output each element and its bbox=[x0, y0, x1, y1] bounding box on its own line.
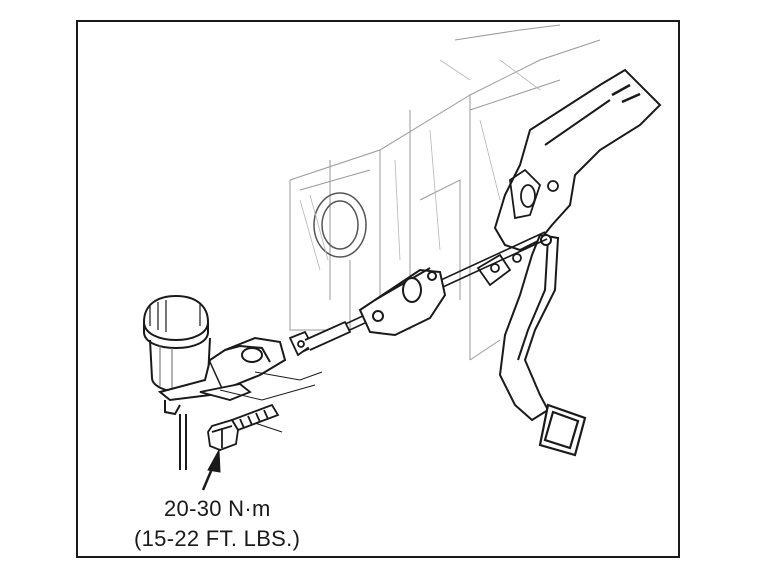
pedal-pivot bbox=[476, 253, 522, 287]
sketch-hatching bbox=[299, 59, 541, 271]
bolt bbox=[207, 403, 280, 451]
firewall-hole bbox=[313, 192, 367, 258]
clevis bbox=[288, 320, 352, 357]
master-cylinder-body bbox=[157, 336, 287, 416]
pedal-pad bbox=[538, 403, 587, 457]
fluid-line bbox=[179, 414, 187, 470]
firewall-boot bbox=[358, 267, 447, 337]
pedal-bracket bbox=[493, 68, 662, 252]
torque-metric-label: 20-30 N·m bbox=[164, 496, 271, 521]
reservoir-cap-ridges bbox=[149, 300, 201, 332]
torque-imperial-label: (15-22 FT. LBS.) bbox=[134, 526, 301, 551]
bracket-detail bbox=[509, 168, 559, 220]
torque-arrow bbox=[201, 448, 221, 491]
clutch-pedal bbox=[498, 233, 560, 422]
mounting-flange bbox=[199, 383, 252, 401]
